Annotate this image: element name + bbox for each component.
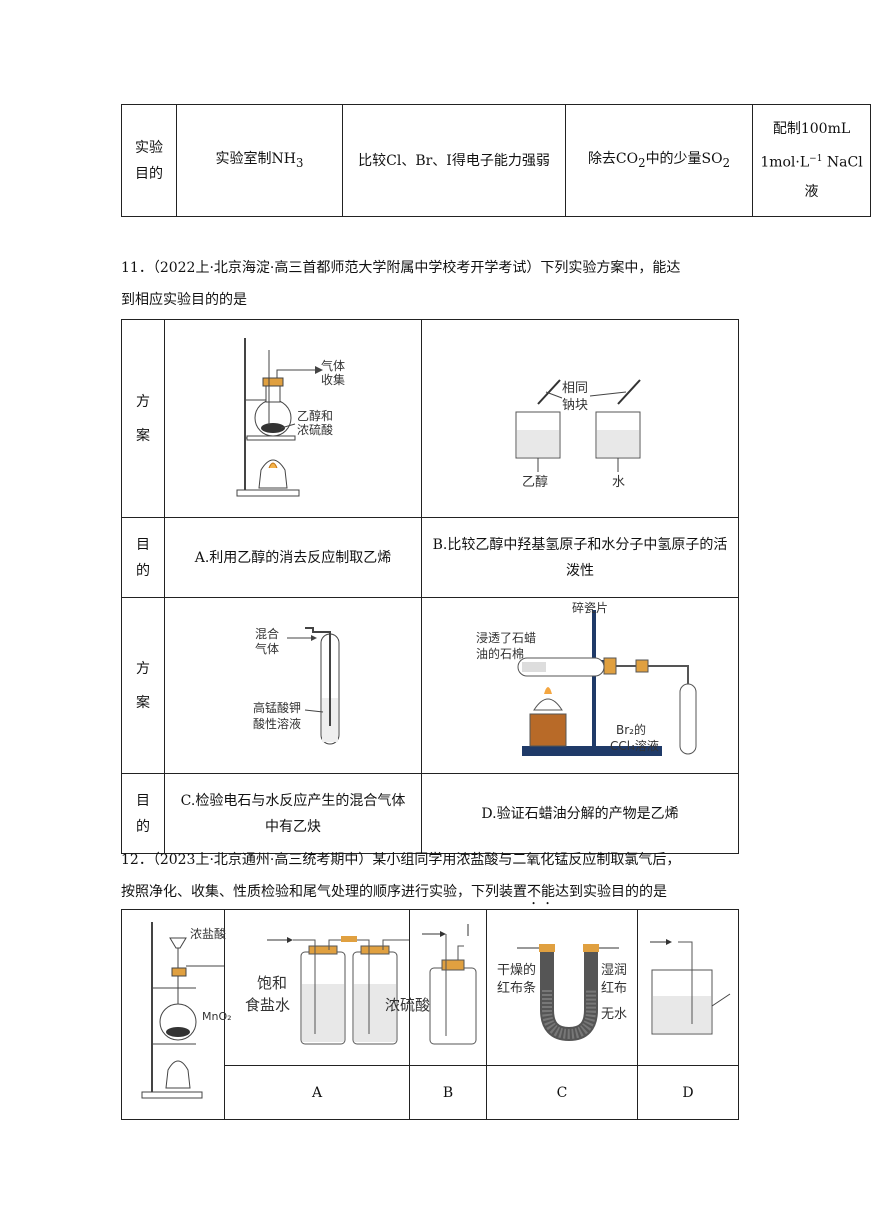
svg-text:CCl₄溶液: CCl₄溶液	[610, 738, 659, 753]
figure-chlorine-generator: 浓盐酸 MnO₂	[121, 909, 232, 1120]
cell-nh3: 实验室制NH3	[176, 104, 343, 217]
svg-text:气体: 气体	[321, 358, 345, 373]
q12-table: 浓盐酸 MnO₂ 饱和 食盐水 浓硫酸	[121, 909, 739, 1120]
label-a: A	[224, 1065, 410, 1120]
option-b: B.比较乙醇中羟基氢原子和水分子中氢原子的活泼性	[421, 517, 739, 598]
svg-text:浓硫酸: 浓硫酸	[297, 422, 333, 437]
mudi-label-1: 目 的	[121, 517, 165, 598]
svg-text:湿润: 湿润	[601, 963, 627, 978]
fangan-label-1: 方 案	[121, 319, 165, 518]
mudi-label-2: 目 的	[121, 773, 165, 854]
top-table: 实验 目的 实验室制NH3 比较Cl、Br、I得电子能力强弱 除去CO2中的少量…	[121, 104, 871, 217]
svg-text:酸性溶液: 酸性溶液	[253, 716, 301, 731]
svg-text:气体: 气体	[255, 641, 279, 656]
svg-text:浓盐酸: 浓盐酸	[190, 926, 226, 941]
label-b: B	[409, 1065, 487, 1120]
row-label-mudi: 实验 目的	[121, 104, 177, 217]
cell-nacl: 配制100mL 1mol·L−1 NaCl 液	[752, 104, 871, 217]
svg-text:Br₂的: Br₂的	[616, 722, 646, 737]
svg-text:浸透了石蜡: 浸透了石蜡	[476, 631, 536, 645]
svg-text:收集: 收集	[321, 372, 345, 387]
svg-text:碎瓷片: 碎瓷片	[572, 600, 608, 615]
option-a: A.利用乙醇的消去反应制取乙烯	[164, 517, 422, 598]
svg-text:高锰酸钾: 高锰酸钾	[253, 700, 301, 715]
svg-text:乙醇和: 乙醇和	[297, 408, 333, 423]
figure-c-acetylene-test: 混合 气体 高锰酸钾 酸性溶液	[164, 597, 422, 774]
svg-text:干燥的: 干燥的	[497, 962, 536, 978]
svg-text:水: 水	[612, 475, 625, 490]
svg-text:乙醇: 乙醇	[522, 474, 548, 490]
label-d: D	[637, 1065, 739, 1120]
svg-text:混合: 混合	[255, 626, 279, 641]
svg-text:钠块: 钠块	[562, 398, 588, 413]
option-c: C.检验电石与水反应产生的混合气体中有乙炔	[164, 773, 422, 854]
svg-text:红布条: 红布条	[497, 980, 536, 996]
svg-text:食盐水: 食盐水	[245, 996, 290, 1014]
figure-b-sodium-compare: 相同 钠块 乙醇 水	[421, 319, 739, 518]
figure-a-wash-bottles: 饱和 食盐水 浓硫酸	[224, 909, 430, 1066]
figure-c-u-tube: 干燥的 红布条 湿润 红布 无水	[486, 909, 638, 1066]
svg-text:红布: 红布	[601, 980, 627, 996]
label-c: C	[486, 1065, 638, 1120]
figure-b-collection-bottle	[409, 909, 487, 1066]
q12-stem: 12．（2023上·北京通州·高三统考期中）某小组同学用浓盐酸与二氧化锰反应制取…	[121, 852, 681, 900]
svg-text:相同: 相同	[562, 381, 588, 396]
q11-table: 方 案 气体 收集 乙醇和 浓硫酸	[121, 319, 739, 854]
svg-text:饱和: 饱和	[257, 974, 287, 992]
figure-d-absorption-beaker	[637, 909, 739, 1066]
svg-text:无水: 无水	[601, 1007, 627, 1022]
option-d: D.验证石蜡油分解的产物是乙烯	[421, 773, 739, 854]
fangan-label-2: 方 案	[121, 597, 165, 774]
cell-co2: 除去CO2中的少量SO2	[565, 104, 753, 217]
svg-text:油的石棉: 油的石棉	[476, 646, 524, 661]
cell-halogen: 比较Cl、Br、I得电子能力强弱	[342, 104, 566, 217]
q11-stem: 11．（2022上·北京海淀·高三首都师范大学附属中学校考开学考试）下列实验方案…	[121, 260, 681, 308]
figure-d-paraffin-cracking: 碎瓷片 浸透了石蜡 油的石棉 Br₂的 CCl₄溶液	[421, 597, 739, 774]
figure-a-ethylene-prep: 气体 收集 乙醇和 浓硫酸	[164, 319, 422, 518]
